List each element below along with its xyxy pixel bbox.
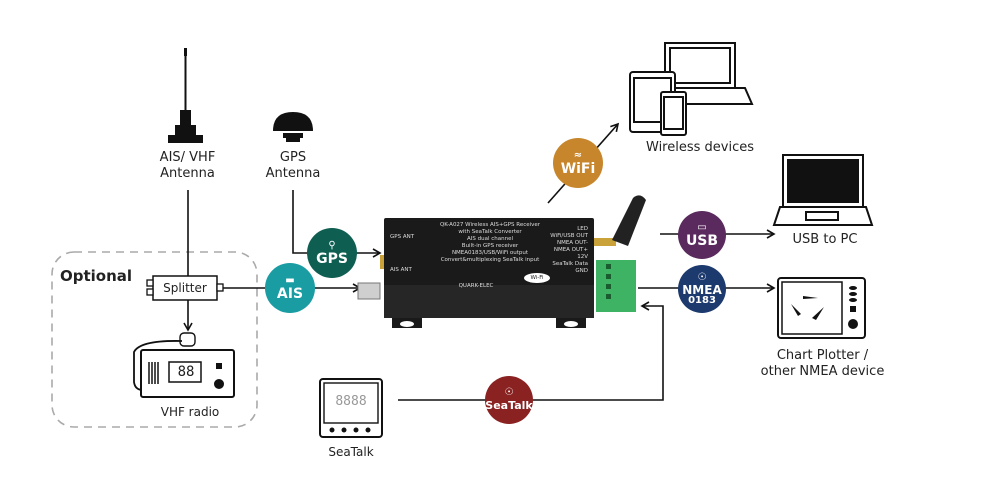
location-pin-icon: ⚲: [328, 240, 336, 251]
chart-plotter-label: Chart Plotter / other NMEA device: [760, 348, 885, 380]
wireless-devices-label: Wireless devices: [646, 140, 754, 155]
splitter-label: Splitter: [163, 281, 207, 295]
chart-plotter-icon: [777, 277, 866, 339]
wifi-icon: ≈: [573, 150, 583, 161]
device-feature: NMEA0183/USB/WiFi output: [451, 250, 529, 256]
laptop-icon: [772, 154, 874, 226]
optional-label: Optional: [60, 267, 133, 285]
port-gps-ant: GPS ANT: [390, 234, 415, 240]
ais-vhf-antenna-label: AIS/ VHF Antenna: [145, 150, 230, 182]
chart-plotter-line2: other NMEA device: [760, 364, 885, 379]
target-icon: ☉: [697, 272, 707, 283]
seatalk-badge-label: SeaTalk: [485, 399, 533, 412]
vhf-radio-display: 88: [177, 364, 195, 380]
wifi-badge-label: WiFi: [560, 161, 596, 177]
gps-badge-label: GPS: [316, 251, 348, 267]
ais-badge: ▬ AIS: [265, 263, 315, 313]
seatalk-label: SeaTalk: [328, 445, 374, 459]
port-nmea-out-minus: NMEA OUT-: [556, 240, 588, 246]
gps-antenna-line1: GPS: [279, 150, 307, 165]
nmea-badge: ☉ NMEA 0183: [678, 265, 726, 313]
port-led: LED: [577, 226, 588, 232]
optional-group-frame: [51, 251, 258, 428]
usb-pc-label: USB to PC: [792, 232, 858, 247]
right-ports: LED WiFi/USB OUT NMEA OUT- NMEA OUT+ 12V…: [520, 226, 588, 275]
chart-plotter-line1: Chart Plotter /: [776, 348, 869, 363]
wifi-badge: ≈ WiFi: [553, 138, 603, 188]
device-brand: QUARK-ELEC: [458, 283, 494, 289]
port-nmea-out-plus: NMEA OUT+: [553, 247, 588, 253]
device-subtitle: with SeaTalk Converter: [458, 229, 522, 235]
device-title: QK-A027 Wireless AIS+GPS Receiver: [439, 222, 541, 228]
seatalk-badge: ☉ SeaTalk: [485, 376, 533, 424]
wireless-devices-icon: [629, 42, 754, 136]
seatalk-display: 8888: [335, 394, 367, 409]
gps-badge: ⚲ GPS: [307, 228, 357, 278]
usb-icon: ▭: [697, 222, 707, 233]
gps-antenna-icon: [273, 112, 313, 142]
seatalk-device-icon: [319, 378, 383, 438]
port-seatalk-data: SeaTalk Data: [552, 261, 588, 267]
vhf-radio-icon: [133, 332, 235, 398]
port-gnd: GND: [575, 268, 588, 274]
port-wifi-usb: WiFi/USB OUT: [550, 233, 588, 239]
device-feature: Built-in GPS receiver: [461, 243, 519, 249]
gps-antenna-line2: Antenna: [265, 166, 321, 181]
ais-vhf-antenna-line2: Antenna: [160, 166, 215, 181]
nmea-badge-label: NMEA: [682, 283, 722, 297]
device-wifi-badge: Wi-Fi: [530, 275, 544, 281]
device-label-block: QK-A027 Wireless AIS+GPS Receiver with S…: [430, 222, 550, 264]
ais-badge-label: AIS: [276, 286, 304, 302]
vhf-radio-label: VHF radio: [160, 405, 220, 419]
ais-vhf-antenna-line1: AIS/ VHF: [159, 150, 216, 165]
vhf-antenna-icon: [168, 48, 203, 143]
port-12v: 12V: [577, 254, 588, 260]
splitter-box: [146, 275, 224, 301]
port-ais-ant: AIS ANT: [390, 267, 412, 273]
ship-icon: ▬: [285, 275, 295, 286]
nmea-badge-sub: 0183: [688, 295, 716, 306]
device-feature: Convert&multiplexing SeaTalk input: [440, 257, 540, 263]
device-feature: AIS dual channel: [466, 236, 513, 242]
gps-antenna-label: GPS Antenna: [255, 150, 331, 182]
target-icon: ☉: [504, 387, 514, 398]
receiver-device-image: [357, 195, 646, 328]
usb-badge-label: USB: [685, 233, 719, 249]
usb-badge: ▭ USB: [678, 211, 726, 259]
